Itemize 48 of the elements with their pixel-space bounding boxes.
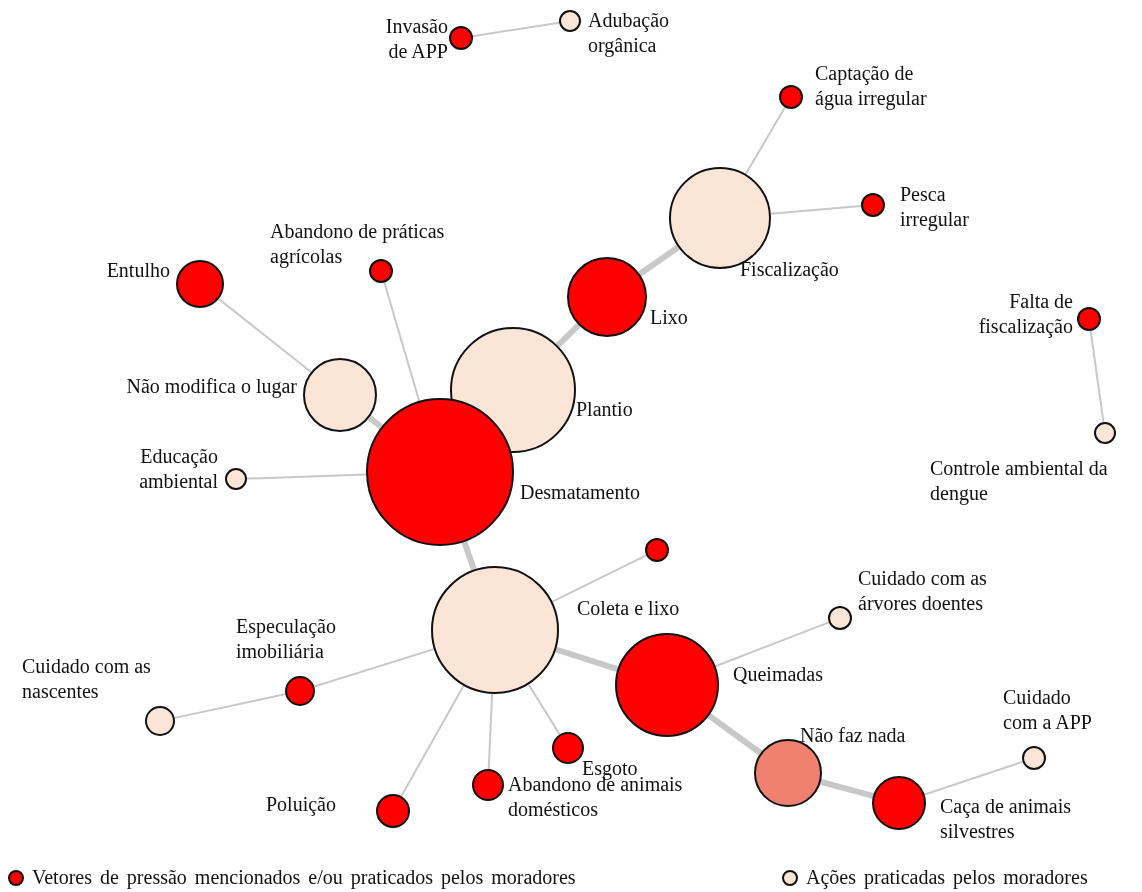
node-label: Controle ambiental da dengue [930, 456, 1108, 506]
connector-line [555, 323, 581, 348]
node-label: Queimadas [733, 662, 824, 687]
node-label: Falta de fiscalização [977, 289, 1073, 339]
legend-text: Ações praticadas pelos moradores [806, 866, 1088, 889]
legend-text: Vetores de pressão mencionados e/ou praticados pelos moradores [32, 866, 576, 889]
connector-line [367, 415, 384, 430]
connector-line [471, 21, 561, 38]
node-label: Lixo [650, 305, 689, 330]
node-label: Pesca irregular [900, 182, 970, 232]
connector-line [527, 683, 561, 736]
connector-line [461, 540, 477, 571]
connector-line [923, 760, 1024, 796]
connector-line [769, 205, 863, 215]
connector-line [173, 693, 287, 719]
node-label: Educação ambiental [138, 444, 218, 494]
node-label: Abandono de práticas agrícolas [270, 219, 446, 269]
node-label: Invasão de APP [384, 14, 448, 64]
node-label: Caça de animais silvestres [940, 794, 1073, 844]
node-label: Especulação imobiliária [236, 614, 337, 664]
node-label: Fiscalização [740, 257, 840, 282]
node-label: Entulho [105, 258, 170, 283]
node-label: Coleta e lixo [577, 596, 681, 621]
node-circle [645, 538, 669, 562]
node-label: Não faz nada [800, 723, 907, 748]
connector-line [638, 244, 680, 277]
connector-line [714, 621, 830, 668]
connector-line [400, 684, 465, 798]
connector-line [246, 473, 368, 480]
connector-line [217, 297, 312, 373]
node-label: Captação de água irregular [815, 61, 928, 111]
node-label: Cuidado com as árvores doentes [858, 566, 988, 616]
connector-line [707, 713, 763, 756]
node-label: Poluição [266, 792, 337, 817]
connector-line [1089, 329, 1105, 424]
node-label: Não modifica o lugar [125, 374, 297, 399]
node-label: Plantio [576, 397, 634, 422]
node-label: Cuidado com as nascentes [22, 654, 152, 704]
node-label: Adubação orgânica [588, 8, 671, 58]
connector-line [555, 646, 619, 672]
connector-line [551, 554, 648, 603]
connector-line [820, 778, 874, 799]
node-label: Desmatamento [520, 480, 641, 505]
connector-line [313, 648, 435, 688]
connector-line [744, 106, 786, 175]
connector-line [487, 692, 494, 770]
connector-line [383, 281, 421, 402]
node-label: Cuidado com a APP [1003, 685, 1093, 735]
